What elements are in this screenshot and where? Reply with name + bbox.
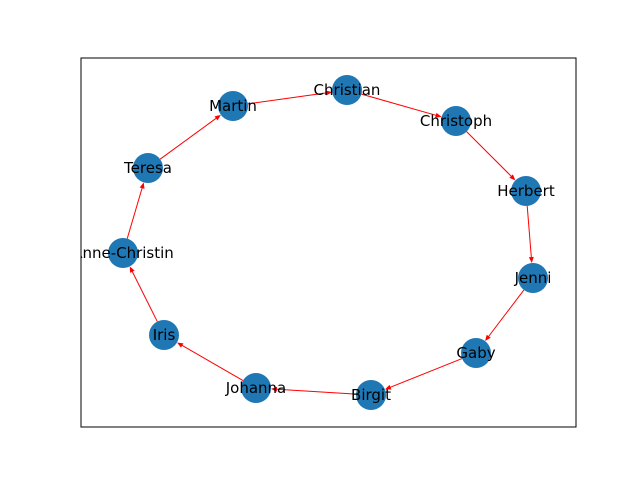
edge-line <box>388 358 463 389</box>
node-anne-christin <box>108 238 138 268</box>
edge-jenni-to-gaby <box>485 289 525 342</box>
node-label-martin: Martin <box>209 97 257 115</box>
edge-line <box>159 116 218 160</box>
edge-layer <box>126 90 534 395</box>
edge-arrowhead <box>384 384 392 390</box>
edge-arrowhead <box>270 386 278 392</box>
edge-line <box>361 93 438 117</box>
node-label-iris: Iris <box>153 326 176 344</box>
node-teresa <box>133 153 163 183</box>
edge-line <box>131 269 158 322</box>
edge-gaby-to-birgit <box>384 358 463 390</box>
edge-line <box>526 205 532 260</box>
edge-line <box>247 92 329 105</box>
node-herbert <box>511 176 541 206</box>
edge-line <box>126 186 144 239</box>
node-johanna <box>241 373 271 403</box>
node-christian <box>332 75 362 105</box>
node-label-johanna: Johanna <box>225 379 287 397</box>
edge-anne-christin-to-teresa <box>126 182 145 239</box>
edge-line <box>274 388 357 395</box>
edge-martin-to-christian <box>247 90 333 105</box>
edge-herbert-to-jenni <box>526 205 534 264</box>
edge-arrowhead <box>435 112 442 118</box>
edge-teresa-to-martin <box>159 114 221 160</box>
node-gaby <box>461 338 491 368</box>
plot-frame <box>80 57 577 428</box>
edge-arrowhead <box>528 256 534 264</box>
label-layer: ChristianChristophHerbertJenniGabyBirgit… <box>72 81 555 404</box>
edge-johanna-to-iris <box>176 342 244 381</box>
node-label-christian: Christian <box>314 81 381 99</box>
node-jenni <box>518 263 548 293</box>
node-christoph <box>441 106 471 136</box>
edge-line <box>466 131 513 178</box>
node-label-christoph: Christoph <box>420 112 492 130</box>
node-label-herbert: Herbert <box>497 182 555 200</box>
edge-arrowhead <box>509 174 516 181</box>
edge-iris-to-anne-christin <box>129 266 158 322</box>
edge-christoph-to-herbert <box>466 131 516 181</box>
edge-birgit-to-johanna <box>270 386 357 395</box>
edge-arrowhead <box>325 90 333 96</box>
node-label-birgit: Birgit <box>351 386 391 404</box>
node-label-jenni: Jenni <box>514 269 552 287</box>
edge-line <box>487 289 525 339</box>
edge-christian-to-christoph <box>361 93 442 118</box>
edge-line <box>180 344 244 381</box>
node-label-gaby: Gaby <box>456 344 495 362</box>
node-birgit <box>356 380 386 410</box>
node-martin <box>218 91 248 121</box>
edge-arrowhead <box>176 342 184 348</box>
node-layer <box>108 75 548 410</box>
edge-arrowhead <box>485 334 491 342</box>
edge-arrowhead <box>214 114 221 121</box>
edge-arrowhead <box>129 266 135 273</box>
node-label-teresa: Teresa <box>123 159 172 177</box>
edge-arrowhead <box>139 182 145 189</box>
node-label-anne-christin: Anne-Christin <box>72 244 174 262</box>
node-iris <box>149 320 179 350</box>
